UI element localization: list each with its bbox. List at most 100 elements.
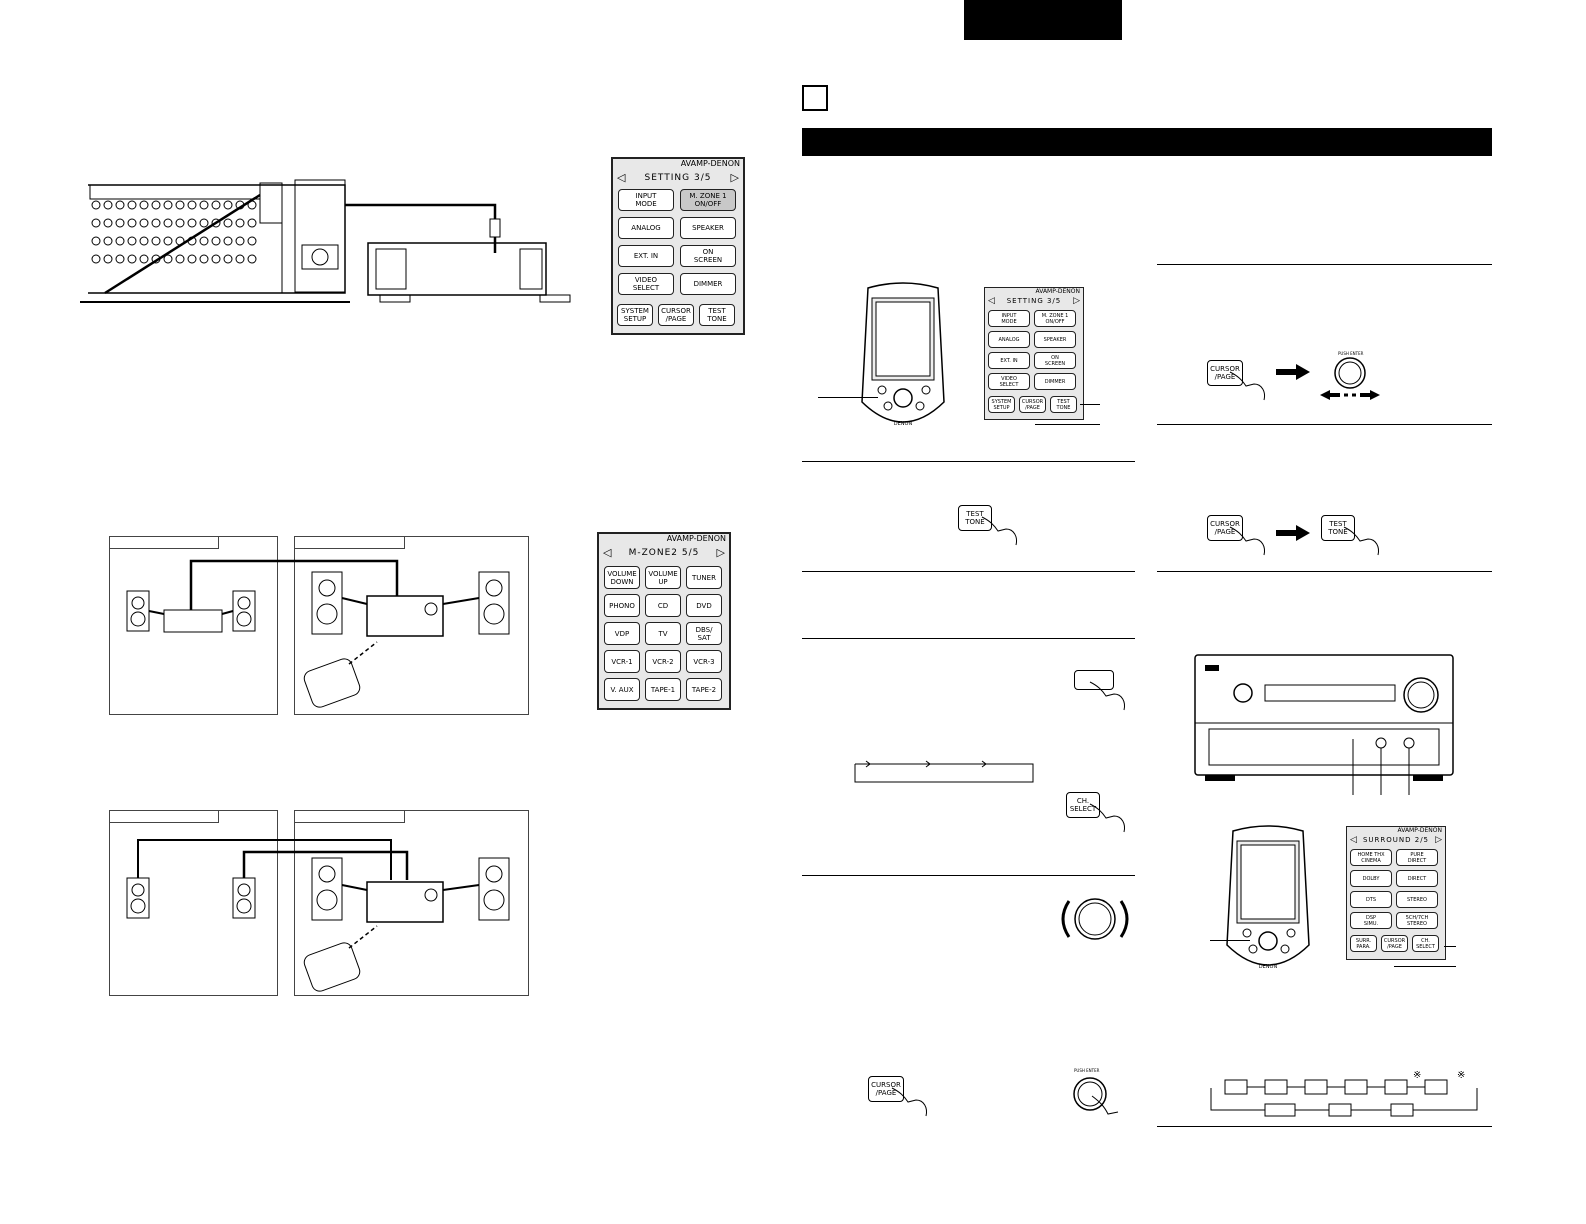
page-right-arrow-icon[interactable]: ▷ (1073, 295, 1080, 306)
setting-small-button[interactable]: TEST TONE (1050, 396, 1077, 413)
jack-icon (116, 237, 124, 245)
surround-button[interactable]: DIRECT (1396, 870, 1438, 887)
mzone-button[interactable]: VOLUME DOWN (604, 566, 640, 589)
surround-button[interactable]: CH. SELECT (1412, 935, 1439, 952)
jack-icon (128, 255, 136, 263)
setting-small-button[interactable]: VIDEO SELECT (988, 373, 1030, 390)
arrow-right-icon (1276, 364, 1310, 380)
page-right-arrow-icon[interactable]: ▷ (1435, 834, 1442, 845)
setting-small-button[interactable]: SPEAKER (1034, 331, 1076, 348)
setting-small-button[interactable]: EXT. IN (988, 352, 1030, 369)
lcd-brand: AVAMP-DENON (1398, 827, 1442, 834)
jack-icon (188, 255, 196, 263)
section-title-bar (802, 128, 1492, 156)
flow-box (1345, 1080, 1367, 1094)
mzone-button[interactable]: DVD (686, 594, 722, 617)
lcd-brand: AVAMP-DENON (681, 159, 740, 168)
rule (1157, 1126, 1492, 1127)
surround-button[interactable]: DOLBY (1350, 870, 1392, 887)
jack-icon (248, 219, 256, 227)
lcd-setting-screen-small: AVAMP-DENON ◁ SETTING 3/5 ▷ INPUT MODEM.… (984, 287, 1084, 420)
setting-button[interactable]: INPUT MODE (618, 189, 674, 211)
arrow-right-icon (1276, 525, 1310, 541)
jack-icon (200, 255, 208, 263)
rule (1157, 264, 1492, 265)
jack-icon (212, 255, 220, 263)
mzone-button[interactable]: VDP (604, 622, 640, 645)
surround-button[interactable]: HOME THX CINEMA (1350, 849, 1392, 866)
mzone-button[interactable]: VOLUME UP (645, 566, 681, 589)
asterisk-mark: ※ (1457, 1070, 1465, 1081)
mzone-button[interactable]: TUNER (686, 566, 722, 589)
mzone-button[interactable]: DBS/ SAT (686, 622, 722, 645)
push-enter-knob-icon[interactable] (1070, 1074, 1122, 1122)
setting-small-button[interactable]: ON SCREEN (1034, 352, 1076, 369)
jack-icon (176, 219, 184, 227)
jack-icon (212, 201, 220, 209)
rule (802, 571, 1135, 572)
surround-button[interactable]: DTS (1350, 891, 1392, 908)
surround-button[interactable]: CURSOR /PAGE (1381, 935, 1408, 952)
mzone-button[interactable]: TAPE-2 (686, 678, 722, 701)
push-enter-label: PUSH ENTER (1074, 1068, 1099, 1073)
jack-icon (140, 255, 148, 263)
setting-small-button[interactable]: CURSOR /PAGE (1019, 396, 1046, 413)
callout-line (1394, 966, 1456, 967)
page-right-arrow-icon[interactable]: ▷ (731, 171, 739, 184)
mzone-button[interactable]: VCR-1 (604, 650, 640, 673)
lcd-title: SURROUND 2/5 (1347, 836, 1445, 844)
finger-icon (1088, 802, 1128, 834)
rule (802, 638, 1135, 639)
mzone-button[interactable]: PHONO (604, 594, 640, 617)
receiver-front-panel (1195, 655, 1455, 795)
jack-icon (128, 219, 136, 227)
remote-controller-1: DENON (860, 282, 946, 434)
flow-box (1391, 1104, 1413, 1116)
setting-button[interactable]: ON SCREEN (680, 245, 736, 267)
rule (1157, 571, 1492, 572)
mzone-button[interactable]: VCR-2 (645, 650, 681, 673)
callout-line (1035, 424, 1100, 425)
setting-button[interactable]: ANALOG (618, 217, 674, 239)
setting-button[interactable]: CURSOR /PAGE (658, 304, 694, 326)
jack-icon (188, 219, 196, 227)
jack-icon (92, 201, 100, 209)
setting-button[interactable]: SYSTEM SETUP (617, 304, 653, 326)
setting-button[interactable]: M. ZONE 1 ON/OFF (680, 189, 736, 211)
rule (802, 461, 1135, 462)
surround-button[interactable]: 5CH/7CH STEREO (1396, 912, 1438, 929)
rotary-knob-icon[interactable] (1055, 893, 1135, 945)
setting-small-button[interactable]: DIMMER (1034, 373, 1076, 390)
setting-button[interactable]: DIMMER (680, 273, 736, 295)
setting-small-button[interactable]: SYSTEM SETUP (988, 396, 1015, 413)
jack-icon (128, 201, 136, 209)
setting-button[interactable]: EXT. IN (618, 245, 674, 267)
surround-button[interactable]: SURR. PARA. (1350, 935, 1377, 952)
jack-icon (200, 219, 208, 227)
setting-small-button[interactable]: M. ZONE 1 ON/OFF (1034, 310, 1076, 327)
mzone-button[interactable]: TV (645, 622, 681, 645)
jack-icon (140, 201, 148, 209)
setting-button[interactable]: SPEAKER (680, 217, 736, 239)
jack-icon (128, 237, 136, 245)
jack-icon (200, 237, 208, 245)
setting-small-button[interactable]: ANALOG (988, 331, 1030, 348)
jack-icon (116, 201, 124, 209)
mzone-button[interactable]: V. AUX (604, 678, 640, 701)
mzone-button[interactable]: TAPE-1 (645, 678, 681, 701)
push-enter-knob-icon[interactable] (1320, 355, 1380, 401)
mzone-button[interactable]: VCR-3 (686, 650, 722, 673)
surround-button[interactable]: STEREO (1396, 891, 1438, 908)
surround-button[interactable]: PURE DIRECT (1396, 849, 1438, 866)
setting-small-button[interactable]: INPUT MODE (988, 310, 1030, 327)
jack-icon (176, 201, 184, 209)
page-right-arrow-icon[interactable]: ▷ (717, 546, 725, 559)
jack-icon (152, 201, 160, 209)
jack-icon (140, 219, 148, 227)
remote-controller-2: DENON (1225, 825, 1311, 977)
setting-button[interactable]: VIDEO SELECT (618, 273, 674, 295)
setting-button[interactable]: TEST TONE (699, 304, 735, 326)
surround-button[interactable]: DSP SIMU. (1350, 912, 1392, 929)
mzone-button[interactable]: CD (645, 594, 681, 617)
finger-icon (1088, 680, 1128, 712)
